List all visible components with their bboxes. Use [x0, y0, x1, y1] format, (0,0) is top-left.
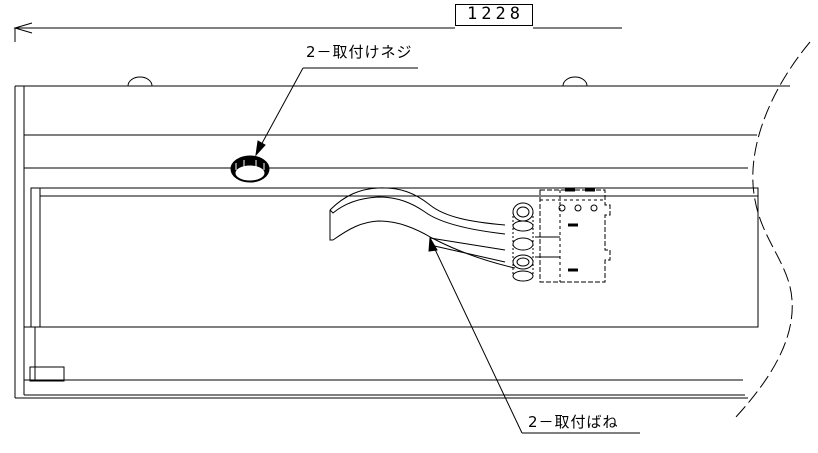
- corner-block: [29, 366, 65, 382]
- spring-callout-label: 2－取付ばね: [528, 413, 619, 431]
- spring-leader: [428, 236, 640, 434]
- spring-bracket: [535, 188, 611, 283]
- coil-springs: [512, 202, 534, 282]
- housing-outline: [14, 85, 790, 399]
- mounting-spring: [329, 187, 516, 269]
- top-bumps: [127, 76, 588, 87]
- inner-channel: [24, 187, 759, 380]
- break-line: [734, 41, 811, 419]
- mounting-screw: [230, 155, 270, 183]
- screw-callout-label: 2－取付けネジ: [306, 43, 413, 61]
- screw-leader: [255, 67, 418, 157]
- dimension-line: [13, 22, 622, 42]
- dimension-value: 1228: [455, 4, 533, 26]
